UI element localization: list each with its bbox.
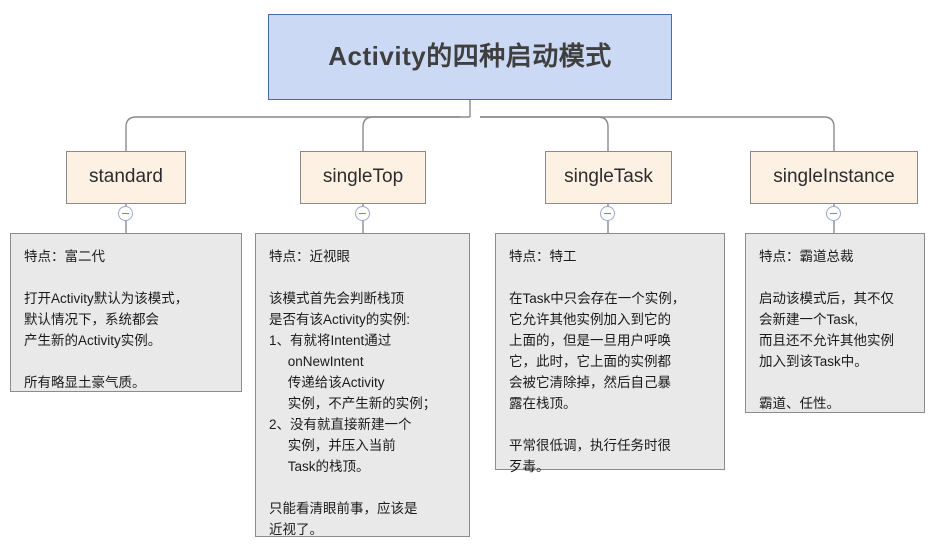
minus-circle-icon	[122, 212, 129, 215]
minus-circle-icon	[359, 212, 366, 215]
note-text: 特点：特工 在Task中只会存在一个实例， 它允许其他实例加入到它的 上面的，但…	[509, 249, 686, 474]
mode-label: singleTop	[322, 166, 404, 188]
collapse-toggle-standard[interactable]	[118, 206, 133, 221]
root-node[interactable]: Activity的四种启动模式	[268, 14, 672, 100]
mode-node-standard[interactable]: standard	[66, 151, 186, 204]
mode-node-singleinstance[interactable]: singleInstance	[750, 151, 918, 204]
note-node-singletask[interactable]: 特点：特工 在Task中只会存在一个实例， 它允许其他实例加入到它的 上面的，但…	[495, 233, 725, 474]
note-node-singletop[interactable]: 特点：近视眼 该模式首先会判断栈顶 是否有该Activity的实例: 1、有就将…	[255, 233, 470, 537]
collapse-toggle-singletask[interactable]	[600, 206, 615, 221]
mode-label: singleInstance	[773, 166, 895, 188]
note-text: 特点：霸道总裁 启动该模式后，其不仅 会新建一个Task, 而且还不允许其他实例…	[759, 249, 894, 411]
note-node-singleinstance[interactable]: 特点：霸道总裁 启动该模式后，其不仅 会新建一个Task, 而且还不允许其他实例…	[745, 233, 925, 413]
collapse-toggle-singletop[interactable]	[355, 206, 370, 221]
minus-circle-icon	[830, 212, 837, 215]
note-node-standard[interactable]: 特点：富二代 打开Activity默认为该模式， 默认情况下，系统都会 产生新的…	[10, 233, 242, 392]
mode-node-singletask[interactable]: singleTask	[545, 151, 672, 204]
minus-circle-icon	[604, 212, 611, 215]
note-text: 特点：富二代 打开Activity默认为该模式， 默认情况下，系统都会 产生新的…	[24, 249, 189, 390]
mode-label: singleTask	[564, 166, 653, 188]
collapse-toggle-singleinstance[interactable]	[826, 206, 841, 221]
mode-node-singletop[interactable]: singleTop	[300, 151, 426, 204]
page-title: Activity的四种启动模式	[328, 41, 612, 72]
mode-label: standard	[89, 166, 163, 188]
note-text: 特点：近视眼 该模式首先会判断栈顶 是否有该Activity的实例: 1、有就将…	[269, 249, 437, 537]
